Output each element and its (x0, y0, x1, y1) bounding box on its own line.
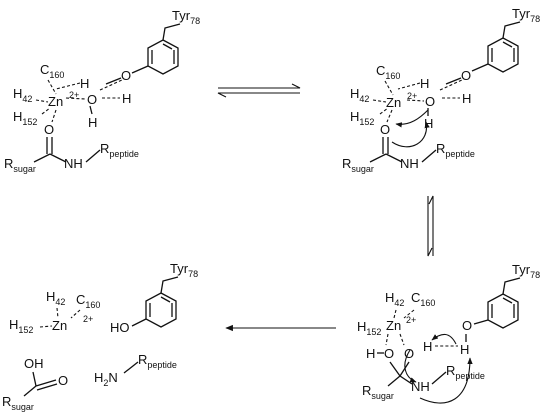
hydroxyl-h: H (366, 346, 375, 361)
phenol-ho: HO (110, 320, 130, 335)
tyr-label: Tyr78 (172, 8, 200, 26)
tyr-ch2-bond (162, 23, 181, 41)
his42-label: H42 (350, 86, 369, 104)
panel-2-activated-complex: Tyr78 O H H O H Zn 2+ C160 H42 H152 O Rs… (342, 6, 540, 174)
water-h2: H (424, 116, 433, 131)
cys160-label: C160 (411, 290, 435, 308)
his152-label: H152 (13, 109, 37, 127)
r-sugar-label: Rsugar (2, 394, 34, 412)
zinc-charge: 2+ (83, 314, 93, 324)
tyr-label: Tyr78 (512, 262, 540, 280)
amine-h2n: H2N (94, 370, 118, 388)
tyr-label: Tyr78 (512, 6, 540, 24)
oxyanion-oxygen: O (404, 346, 414, 361)
curved-arrow-attack (395, 109, 429, 128)
his42-label: H42 (46, 289, 65, 307)
tyr-oxygen: O (121, 68, 131, 83)
r-peptide-label: Rpeptide (100, 141, 139, 159)
phenyl-ring (487, 293, 519, 329)
acid-carbonyl-oxygen: O (58, 373, 68, 388)
cys160-label: C160 (40, 62, 64, 80)
his152-label: H152 (357, 319, 381, 337)
panel-4-products: H42 C160 H152 Zn 2+ Tyr78 HO H2N Rpeptid… (2, 261, 198, 412)
zinc-charge: 2+ (407, 91, 417, 101)
hydroxyl-oxygen: O (384, 346, 394, 361)
zinc-charge: 2+ (406, 315, 416, 325)
water-h1: H (80, 76, 89, 91)
equilibrium-arrow-horizontal (217, 83, 301, 98)
r-sugar-label: Rsugar (4, 156, 36, 174)
tyr-h: H (122, 91, 131, 106)
tyr-h: H (460, 342, 469, 357)
tyr-oxygen: O (461, 68, 471, 83)
his42-label: H42 (13, 86, 32, 104)
amide-nh: NH (64, 156, 83, 171)
phenyl-ring (147, 39, 179, 75)
curved-arrow-collapse (404, 349, 417, 383)
water-h2: H (88, 115, 97, 130)
curved-arrow-nh-protonation (419, 357, 473, 404)
tyr-h: H (462, 91, 471, 106)
zinc-ion: Zn (52, 318, 67, 333)
phenyl-ring (145, 292, 177, 328)
panel-1-enzyme-substrate-complex: Tyr78 O H H O H Zn 2+ C160 H42 H152 (4, 8, 200, 174)
his152-label: H152 (9, 317, 33, 335)
tyr-label: Tyr78 (170, 261, 198, 279)
r-peptide-label: Rpeptide (446, 363, 485, 381)
panel-3-tetrahedral-intermediate: Tyr78 O H H Zn 2+ H42 C160 H152 H O O Rs… (357, 262, 540, 404)
zinc-ion: Zn (386, 95, 401, 110)
his42-label: H42 (385, 290, 404, 308)
water-h1: H (420, 76, 429, 91)
r-peptide-label: Rpeptide (436, 141, 475, 159)
water-h1: H (423, 339, 432, 354)
r-sugar-label: Rsugar (362, 383, 394, 401)
acid-oh: OH (24, 356, 44, 371)
cys160-label: C160 (376, 63, 400, 81)
carbonyl-oxygen: O (44, 122, 54, 137)
water-oxygen: O (425, 94, 435, 109)
curved-arrow-proton (391, 121, 430, 148)
equilibrium-arrow-vertical (427, 195, 434, 257)
curved-arrow-h-transfer (431, 333, 457, 345)
r-peptide-label: Rpeptide (138, 352, 177, 370)
tyr-oxygen: O (462, 318, 472, 333)
phenyl-ring (487, 37, 519, 73)
amide-nh: NH (411, 379, 430, 394)
cys160-label: C160 (76, 292, 100, 310)
carbonyl-oxygen: O (380, 122, 390, 137)
zinc-ion: Zn (48, 94, 63, 109)
water-oxygen: O (87, 92, 97, 107)
amide-nh: NH (400, 156, 419, 171)
zinc-charge: 2+ (69, 90, 79, 100)
r-sugar-label: Rsugar (342, 156, 374, 174)
his152-label: H152 (350, 109, 374, 127)
zinc-ion: Zn (386, 318, 401, 333)
